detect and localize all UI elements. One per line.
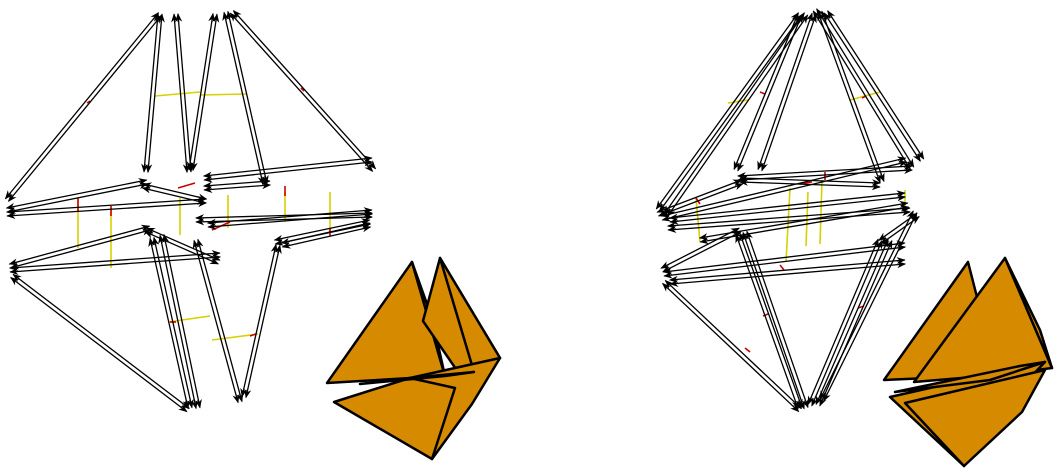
edge-arrow [822, 11, 884, 181]
edge-arrow [198, 239, 242, 401]
edge-arrow [663, 283, 799, 411]
edge-arrow [204, 158, 372, 176]
left-folded-solid [327, 258, 500, 459]
hinge-link [155, 92, 200, 96]
edge-arrow [660, 15, 802, 211]
edge-arrow [11, 278, 187, 412]
edge-arrow [700, 207, 908, 242]
edge-arrow [143, 184, 206, 199]
hinge-link [178, 183, 195, 188]
edge-arrow [11, 230, 151, 268]
edge-arrow [144, 14, 158, 172]
edge-arrow [824, 13, 920, 161]
hinge-link [696, 198, 700, 242]
edge-arrow [246, 245, 280, 397]
edge-arrow [189, 14, 213, 170]
hinge-link [786, 188, 790, 262]
left-panel [5, 11, 500, 459]
edge-arrow [9, 226, 149, 264]
hinge-link [745, 348, 750, 352]
edge-arrow [5, 13, 158, 199]
left-arrow-edges [5, 11, 375, 412]
edge-arrow [224, 12, 263, 184]
edge-arrow [242, 245, 276, 397]
edge-arrow [282, 227, 370, 247]
right-folded-solid [884, 258, 1052, 466]
hinge-link [168, 316, 210, 322]
right-panel [656, 9, 1052, 466]
edge-arrow [282, 223, 370, 243]
edge-arrow [231, 13, 373, 171]
hinge-link [760, 92, 765, 94]
edge-arrow [820, 241, 892, 406]
hinge-link [780, 265, 784, 270]
edge-arrow [808, 239, 878, 404]
edge-arrow [9, 15, 162, 201]
edge-arrow [665, 281, 801, 409]
edge-arrow [233, 11, 375, 169]
edge-arrow [879, 213, 917, 240]
edge-arrow [154, 238, 192, 408]
edge-arrow [828, 11, 924, 159]
edge-arrow [160, 235, 196, 408]
edge-arrow [148, 14, 162, 172]
edge-arrow [813, 11, 910, 169]
left-hinge-links [78, 88, 330, 340]
edge-arrow [228, 12, 267, 184]
edge-arrow [204, 162, 372, 180]
edge-arrow [194, 241, 238, 403]
hinge-link [820, 180, 822, 244]
hinge-link [200, 94, 246, 95]
edge-arrow [881, 217, 919, 244]
